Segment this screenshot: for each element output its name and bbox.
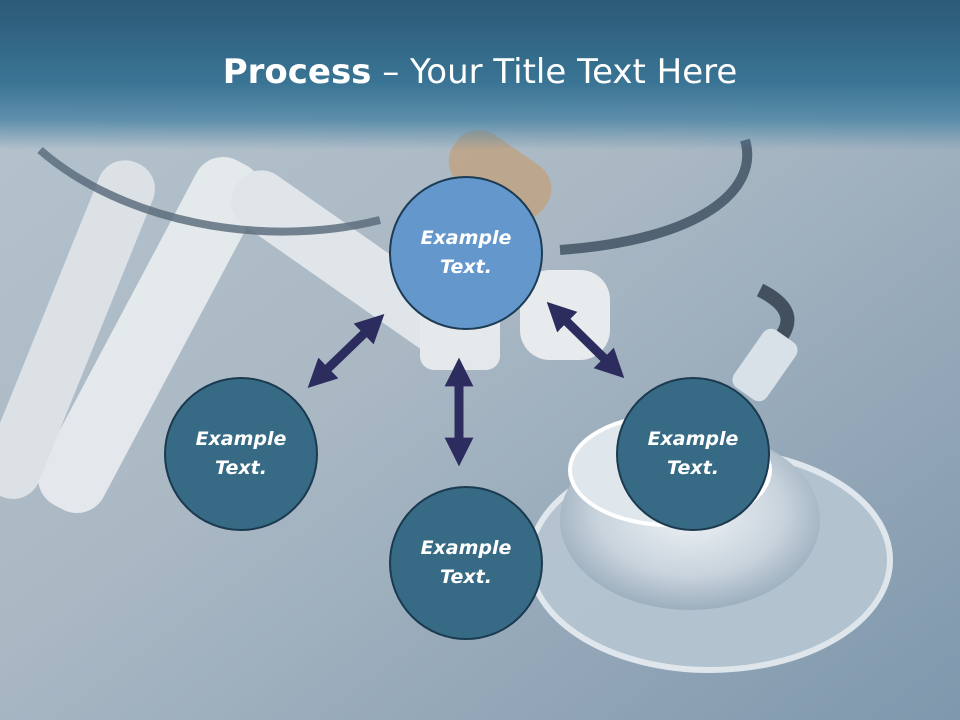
node-top[interactable]: Example Text.	[389, 176, 543, 330]
slide-title: Process – Your Title Text Here	[0, 52, 960, 92]
title-bold: Process	[222, 52, 372, 92]
node-right[interactable]: Example Text.	[616, 377, 770, 531]
arrow-right-top	[546, 301, 625, 379]
arrow-left-top	[307, 314, 385, 388]
node-bottom[interactable]: Example Text.	[389, 486, 543, 640]
title-band	[0, 0, 960, 150]
node-top-text: Example Text.	[420, 227, 512, 278]
node-left[interactable]: Example Text.	[164, 377, 318, 531]
node-right-text: Example Text.	[647, 428, 739, 479]
node-left-text: Example Text.	[195, 428, 287, 479]
title-rest: – Your Title Text Here	[371, 52, 738, 92]
node-bottom-text: Example Text.	[420, 537, 512, 588]
